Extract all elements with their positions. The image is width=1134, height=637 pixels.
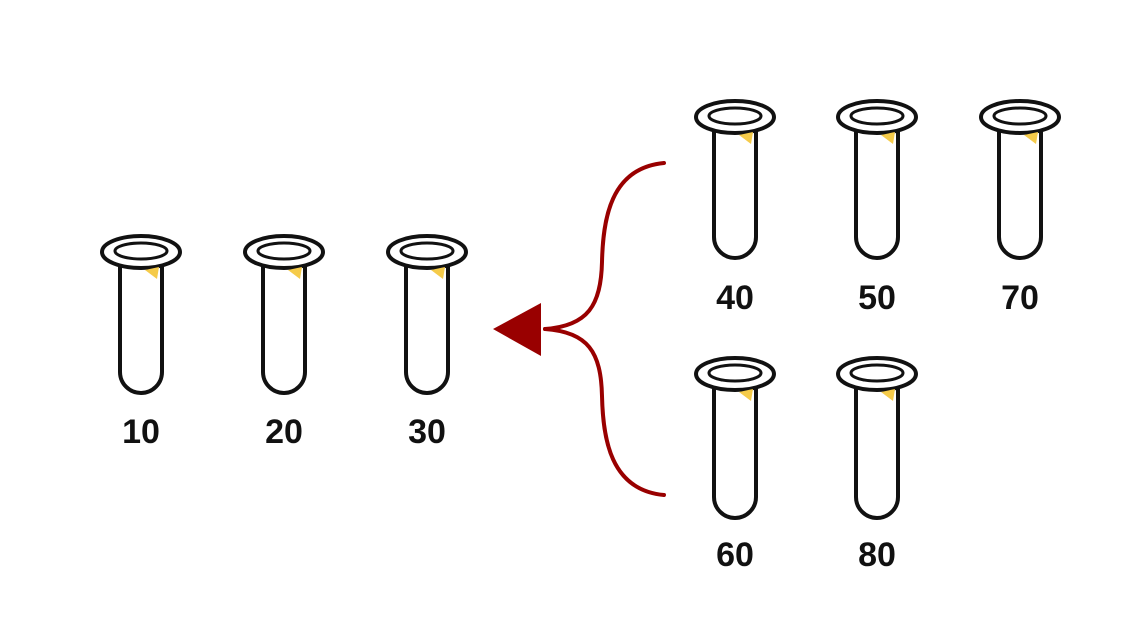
tube: 30 — [386, 234, 468, 451]
tube-body — [854, 125, 900, 260]
brace-upper-curve — [543, 161, 666, 331]
tube: 10 — [100, 234, 182, 451]
liquid-marker — [739, 132, 753, 144]
tube-label: 30 — [408, 413, 446, 451]
tube-body — [261, 260, 307, 395]
tube: 50 — [836, 99, 918, 317]
tube-label: 10 — [122, 413, 160, 451]
tube-label: 20 — [265, 413, 303, 451]
tube-opening — [399, 241, 455, 261]
tube-rim — [100, 234, 182, 270]
tube-body — [118, 260, 164, 395]
tube: 80 — [836, 356, 918, 574]
tube-rim — [694, 356, 776, 392]
tube-rim — [836, 99, 918, 135]
tube: 40 — [694, 99, 776, 317]
tube-opening — [113, 241, 169, 261]
tube-rim — [979, 99, 1061, 135]
tube-body — [997, 125, 1043, 260]
tube-label: 40 — [716, 279, 754, 317]
tube-body — [712, 125, 758, 260]
liquid-marker — [145, 267, 159, 279]
tube-rim — [694, 99, 776, 135]
arrowhead-left-icon — [493, 303, 541, 356]
tube-label: 70 — [1001, 279, 1039, 317]
tube-rim — [836, 356, 918, 392]
liquid-marker — [288, 267, 302, 279]
tube: 20 — [243, 234, 325, 451]
tube-opening — [707, 106, 763, 126]
tube-body — [854, 382, 900, 520]
tube-opening — [849, 363, 905, 383]
tube-opening — [992, 106, 1048, 126]
liquid-marker — [1024, 132, 1038, 144]
liquid-marker — [739, 389, 753, 401]
tube-opening — [849, 106, 905, 126]
right-top-tube-group: 40 50 70 — [694, 99, 1061, 317]
tube: 70 — [979, 99, 1061, 317]
tube: 60 — [694, 356, 776, 574]
right-bottom-tube-group: 60 80 — [694, 356, 918, 574]
tube-opening — [256, 241, 312, 261]
tube-body — [712, 382, 758, 520]
tube-label: 50 — [858, 279, 896, 317]
left-tube-group: 10 20 30 — [100, 234, 468, 451]
tube-rim — [243, 234, 325, 270]
tube-label: 60 — [716, 536, 754, 574]
brace-lower-curve — [543, 327, 666, 497]
liquid-marker — [431, 267, 445, 279]
tube-body — [404, 260, 450, 395]
tube-label: 80 — [858, 536, 896, 574]
tube-opening — [707, 363, 763, 383]
tube-rim — [386, 234, 468, 270]
liquid-marker — [881, 132, 895, 144]
merge-arrow-icon — [493, 161, 666, 497]
liquid-marker — [881, 389, 895, 401]
